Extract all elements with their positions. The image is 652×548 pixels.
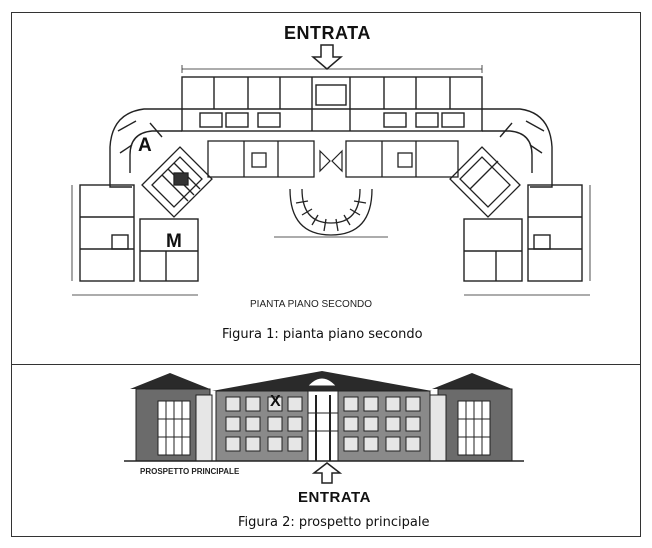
plan-label: PIANTA PIANO SECONDO xyxy=(250,299,373,310)
elevation-label: PROSPETTO PRINCIPALE xyxy=(140,467,240,476)
spiral-staircase xyxy=(274,188,388,238)
floor-plan-panel: ENTRATA xyxy=(11,12,641,366)
floor-plan-drawing xyxy=(71,44,591,296)
figure1-caption: Figura 1: pianta piano secondo xyxy=(222,327,423,342)
right-wing xyxy=(463,184,591,296)
central-block xyxy=(181,65,483,132)
left-wing xyxy=(71,184,199,296)
down-arrow-icon xyxy=(310,44,344,70)
entrance-label: ENTRATA xyxy=(284,23,371,43)
right-tower xyxy=(482,108,553,188)
entrance-label-elevation: ENTRATA xyxy=(298,489,371,506)
right-pavilion xyxy=(429,373,513,462)
central-building xyxy=(212,371,432,462)
figure2-caption: Figura 2: prospetto principale xyxy=(238,515,430,530)
right-stair-block xyxy=(449,146,521,218)
left-pavilion xyxy=(130,373,213,462)
window-mark-x: X xyxy=(270,393,281,410)
elevation-panel: X PROSPETTO PRINCIPALE ENTRATA Figura 2:… xyxy=(11,364,641,537)
up-arrow-icon xyxy=(311,462,343,484)
left-tower xyxy=(109,108,182,188)
room-mark-m: M xyxy=(166,231,182,252)
elevation-drawing xyxy=(124,371,524,484)
room-mark-a: A xyxy=(138,135,152,156)
corridor-rooms xyxy=(207,140,459,178)
left-stair-block xyxy=(141,146,213,218)
